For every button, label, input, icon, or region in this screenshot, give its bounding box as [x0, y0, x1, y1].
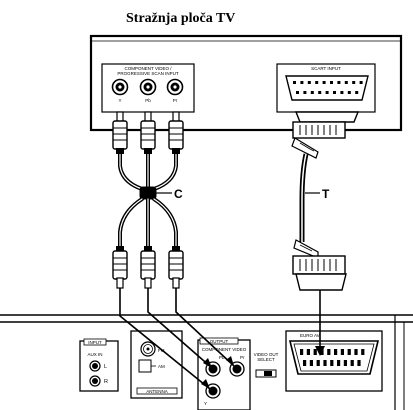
scart-pin	[330, 360, 334, 366]
scart-pin	[300, 349, 304, 355]
page-title: Stražnja ploča TV	[126, 11, 235, 26]
callout-t: T	[322, 187, 330, 201]
scart-pin	[307, 81, 311, 84]
component-cable	[118, 150, 178, 250]
euro-av-section: EURO AV	[285, 330, 383, 392]
scart-pin	[300, 81, 304, 84]
scart-pin	[347, 91, 351, 94]
scart-pin	[361, 349, 365, 355]
output-section: OUTPUT COMPONENT VIDEO Pb Pr Y	[197, 337, 251, 410]
component-cable-callout: C	[156, 187, 183, 201]
output-jack-y	[205, 383, 221, 399]
scart-pin	[355, 91, 359, 94]
euro-av-pins	[300, 349, 365, 366]
scart-pin	[293, 81, 296, 84]
video-out-select-switch[interactable]: VIDEO OUT SELECT	[254, 352, 279, 378]
scart-pin	[323, 360, 327, 366]
rca-plug-top-pb	[140, 111, 156, 154]
tv-jack-y	[111, 78, 129, 96]
aux-l-label: L	[104, 364, 107, 370]
scart-cable-callout: T	[305, 187, 330, 201]
scart-pin	[357, 360, 361, 366]
scart-pin	[296, 91, 299, 94]
am-label: AM	[158, 364, 165, 369]
scart-pin	[352, 81, 356, 84]
scart-pin	[337, 81, 341, 84]
scart-pin	[318, 91, 322, 94]
scart-pin	[333, 91, 336, 94]
out-y-label: Y	[204, 401, 207, 406]
fm-antenna-jack	[140, 341, 156, 357]
scart-pin	[330, 81, 333, 84]
scart-pin	[337, 360, 341, 366]
aux-input-section: INPUT AUX IN L R	[79, 338, 119, 392]
scart-pin	[306, 349, 310, 355]
scart-pin	[344, 81, 348, 84]
scart-pin	[343, 360, 347, 366]
rca-plug-bottom-pr	[168, 246, 184, 289]
out-pb-label: Pb	[219, 355, 225, 360]
scart-pin	[310, 91, 314, 94]
scart-pin	[325, 91, 329, 94]
scart-pin	[316, 360, 320, 366]
tv-rear-panel: COMPONENT VIDEO / PROGRESSIVE SCAN INPUT…	[89, 34, 403, 132]
input-label: INPUT	[88, 340, 102, 345]
antenna-label: ANTENNA	[146, 389, 168, 394]
scart-pin	[354, 349, 358, 355]
rca-plug-bottom-pb	[140, 246, 156, 289]
scart-pin	[340, 91, 344, 94]
rca-plug-top-y	[112, 111, 128, 154]
connection-arrowheads	[201, 346, 325, 389]
component-plugs-bottom	[112, 246, 184, 289]
scart-cable	[291, 111, 360, 291]
component-video-label: COMPONENT VIDEO	[202, 347, 247, 352]
tv-component-input: COMPONENT VIDEO / PROGRESSIVE SCAN INPUT…	[101, 63, 195, 113]
scart-pin	[347, 349, 351, 355]
scart-pin	[350, 360, 354, 366]
aux-jack-r	[89, 375, 101, 387]
scart-plug-top	[291, 111, 360, 159]
tv-scart-label: SCART INPUT	[311, 66, 341, 71]
aux-jack-l	[89, 360, 101, 372]
aux-in-label: AUX IN	[87, 352, 102, 357]
tv-scart-input: SCART INPUT	[276, 63, 376, 113]
scart-plug-bottom	[292, 239, 347, 291]
connection-lines	[119, 288, 321, 390]
tv-component-label-1: COMPONENT VIDEO /	[125, 66, 173, 71]
aux-r-label: R	[104, 379, 108, 385]
callout-c: C	[174, 187, 183, 201]
scart-pin	[334, 349, 338, 355]
component-plugs-top	[112, 111, 184, 154]
am-antenna-terminal	[138, 359, 156, 373]
tv-scart-pins	[293, 81, 363, 94]
euro-av-label: EURO AV	[300, 333, 320, 338]
switch-label-1: VIDEO OUT	[254, 352, 279, 357]
antenna-section: FM AM ANTENNA	[130, 330, 183, 399]
rca-plug-top-pr	[168, 111, 184, 154]
rca-plug-bottom-y	[112, 246, 128, 289]
scart-pin	[322, 81, 326, 84]
scart-pin	[309, 360, 313, 366]
tv-component-label-2: PROGRESSIVE SCAN INPUT	[117, 71, 179, 76]
switch-label-2: SELECT	[257, 357, 275, 362]
scart-pin	[315, 81, 319, 84]
tv-jack-pr	[166, 78, 184, 96]
scart-pin	[340, 349, 344, 355]
tv-jack-y-label: Y	[118, 98, 121, 103]
scart-pin	[327, 349, 331, 355]
scart-pin	[313, 349, 317, 355]
tv-jack-pb-label: Pb	[145, 98, 151, 103]
scart-pin	[359, 81, 363, 84]
out-pr-label: Pr	[240, 355, 245, 360]
device-rear-panel: INPUT AUX IN L R FM	[0, 314, 413, 410]
output-label: OUTPUT	[210, 339, 229, 344]
scart-pin	[303, 360, 307, 366]
scart-pin	[303, 91, 307, 94]
tv-jack-pb	[139, 78, 157, 96]
tv-jack-pr-label: Pr	[173, 98, 178, 103]
